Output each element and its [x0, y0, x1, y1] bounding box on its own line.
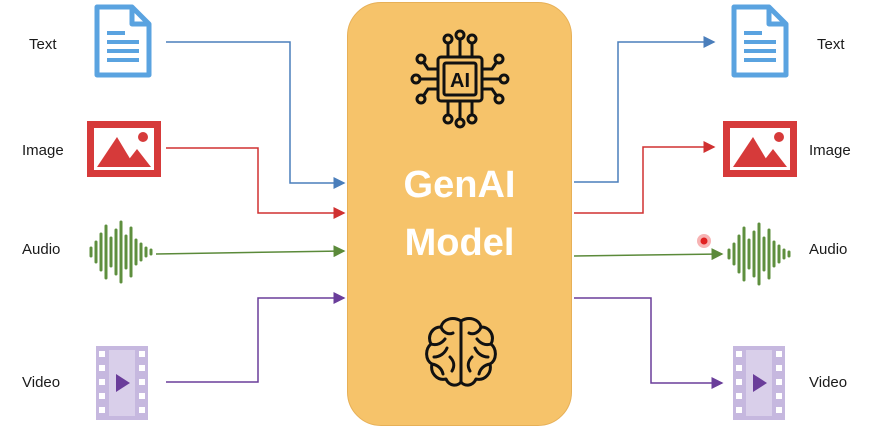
image-output-arrow — [574, 141, 716, 214]
chip-label: AI — [450, 70, 470, 92]
input-label-text: Text — [29, 36, 57, 53]
output-label-text: Text — [817, 36, 845, 53]
audio-input-arrow — [155, 245, 346, 258]
output-label-image: Image — [809, 142, 851, 159]
audio-output-arrow — [573, 248, 724, 261]
video-output-arrow — [574, 297, 724, 389]
text-input-arrow — [166, 41, 346, 189]
input-label-video: Video — [22, 374, 61, 391]
image-icon — [87, 121, 161, 177]
output-label-video: Video — [809, 374, 848, 391]
text-output-arrow — [574, 36, 716, 183]
brain-icon — [425, 317, 497, 387]
input-label-audio: Audio — [22, 241, 61, 258]
input-label-image: Image — [22, 142, 64, 159]
audio-waveform-icon — [89, 220, 153, 284]
video-film-icon — [733, 346, 785, 420]
ai-chip-icon: AI — [410, 29, 510, 129]
output-label-audio: Audio — [809, 241, 848, 258]
video-input-arrow — [166, 292, 346, 383]
model-title-line1: GenAI — [403, 164, 516, 206]
model-title-line2: Model — [404, 222, 515, 264]
video-film-icon — [96, 346, 148, 420]
genai-model-box: AI GenAI Model — [347, 2, 572, 426]
image-icon — [723, 121, 797, 177]
document-icon — [731, 4, 789, 78]
document-icon — [94, 4, 152, 78]
audio-waveform-icon — [727, 222, 791, 286]
cursor-dot — [697, 234, 711, 248]
image-input-arrow — [166, 147, 346, 219]
